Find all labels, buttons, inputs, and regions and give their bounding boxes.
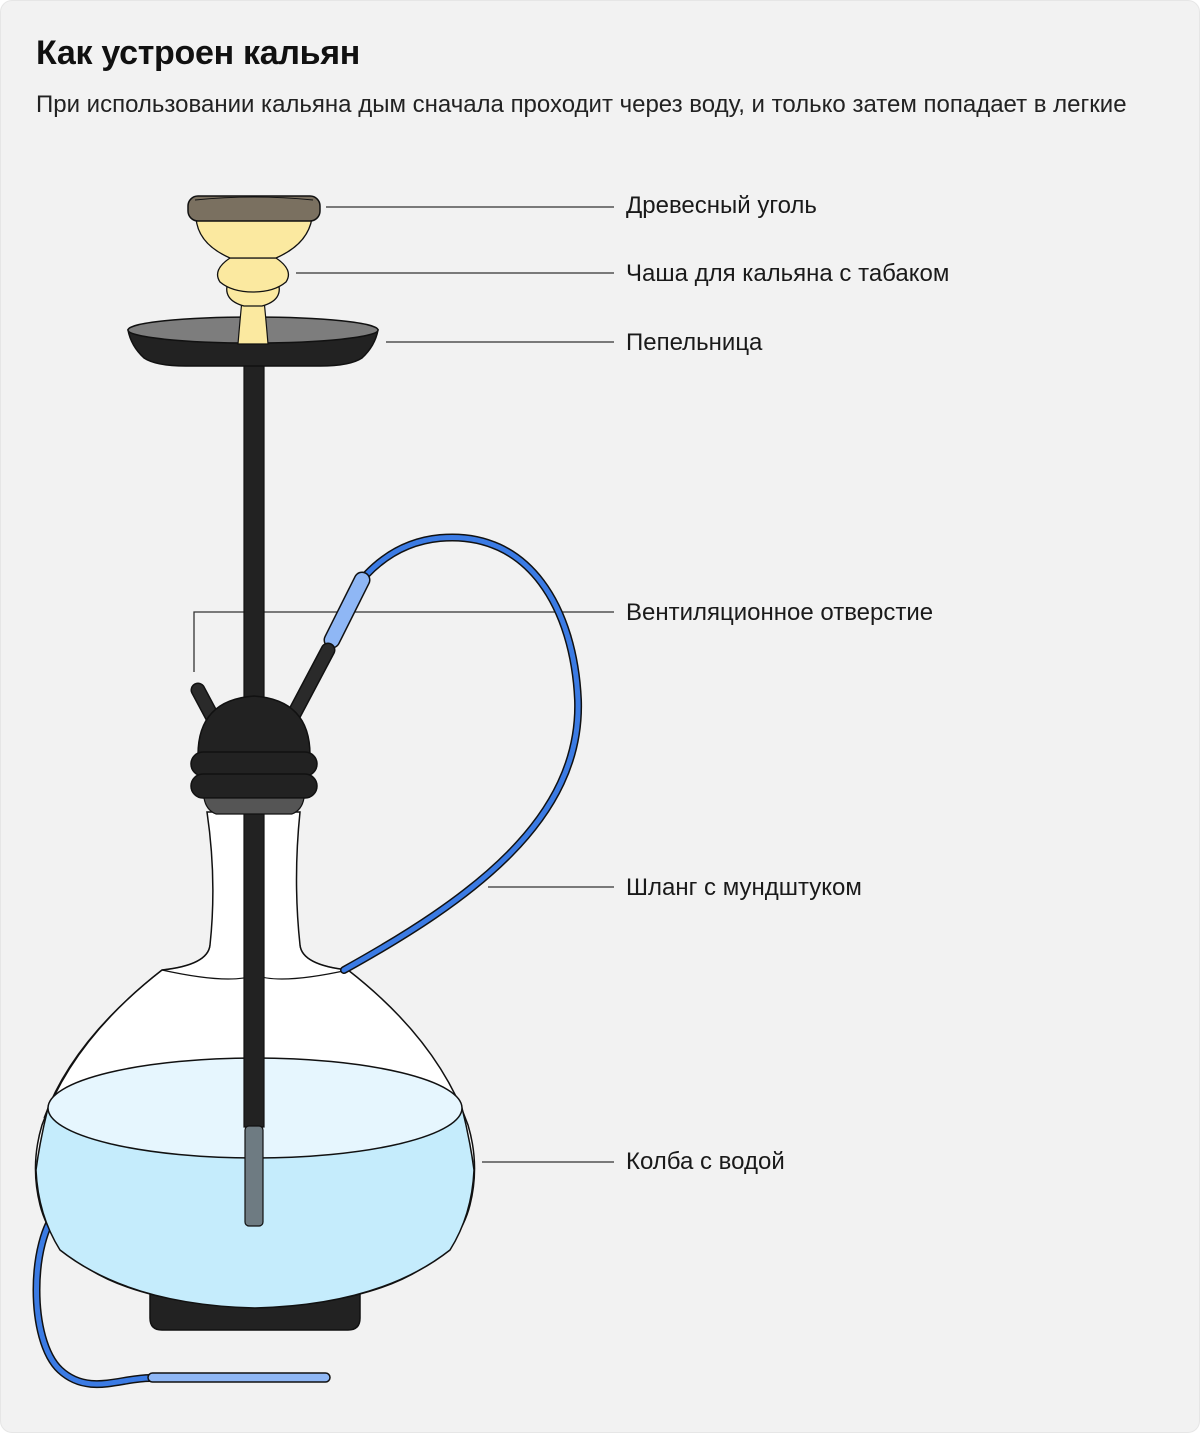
bowl-stem [237, 299, 269, 345]
neck-collar [203, 797, 305, 815]
label-bowl: Чаша для кальяна с табаком [626, 260, 950, 287]
page-subtitle: При использовании кальяна дым сначала пр… [36, 91, 1127, 118]
body-ring-top [190, 751, 318, 777]
label-hose: Шланг с мундштуком [626, 874, 862, 901]
body-dome [197, 695, 311, 756]
upper-hose [340, 533, 583, 974]
tobacco-bowl [195, 217, 313, 259]
label-ashtray: Пепельница [626, 329, 763, 356]
label-flask: Колба с водой [626, 1148, 785, 1175]
label-charcoal: Древесный уголь [626, 192, 817, 219]
charcoal [187, 195, 321, 222]
body-ring-bottom [190, 773, 318, 799]
downstem-submerged [244, 1125, 264, 1227]
leader-lines [193, 206, 614, 1163]
main-stem [243, 359, 265, 703]
page-title: Как устроен кальян [36, 34, 360, 72]
leader-line-vent [193, 611, 614, 672]
label-vent: Вентиляционное отверстие [626, 599, 934, 626]
bowl-collar [216, 257, 290, 293]
lower-mouthpiece [147, 1372, 331, 1383]
downstem [243, 811, 265, 1128]
